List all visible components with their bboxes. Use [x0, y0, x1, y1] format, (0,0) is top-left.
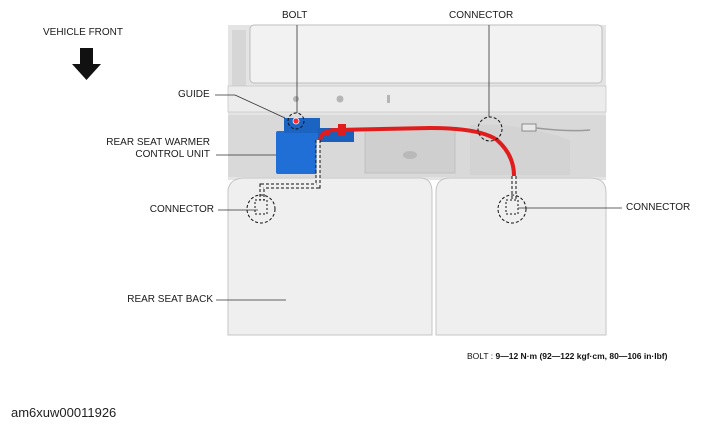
- seat-back-left: [227, 177, 433, 336]
- control-unit-label-line2: CONTROL UNIT: [135, 149, 210, 160]
- shelf-rail: [227, 85, 607, 113]
- torque-spec: BOLT : 9—12 N·m (92—122 kgf·cm, 80—106 i…: [467, 351, 667, 361]
- connector-right-label: CONNECTOR: [626, 202, 691, 213]
- upper-trim: [249, 24, 603, 84]
- bolt-marker: [287, 112, 305, 130]
- guide-label: GUIDE: [178, 89, 210, 100]
- vehicle-front-arrow: [72, 48, 101, 80]
- seat-back-label: REAR SEAT BACK: [127, 294, 213, 305]
- spec-name: BOLT: [467, 351, 489, 361]
- right-connector-marker: [497, 194, 527, 224]
- left-connector-marker: [246, 194, 276, 224]
- seat-back-right: [435, 177, 607, 336]
- connector-left-label: CONNECTOR: [149, 204, 214, 215]
- image-code: am6xuw00011926: [11, 405, 117, 420]
- control-unit: [276, 131, 318, 174]
- spec-value: 9—12 N·m (92—122 kgf·cm, 80—106 in·lbf): [495, 351, 668, 361]
- bolt-label: BOLT: [282, 10, 308, 21]
- connector-top-label: CONNECTOR: [449, 10, 514, 21]
- vehicle-front-label: VEHICLE FRONT: [43, 27, 124, 38]
- control-unit-label-line1: REAR SEAT WARMER: [106, 137, 210, 148]
- top-connector-marker: [477, 116, 503, 142]
- spec-separator: :: [488, 351, 496, 361]
